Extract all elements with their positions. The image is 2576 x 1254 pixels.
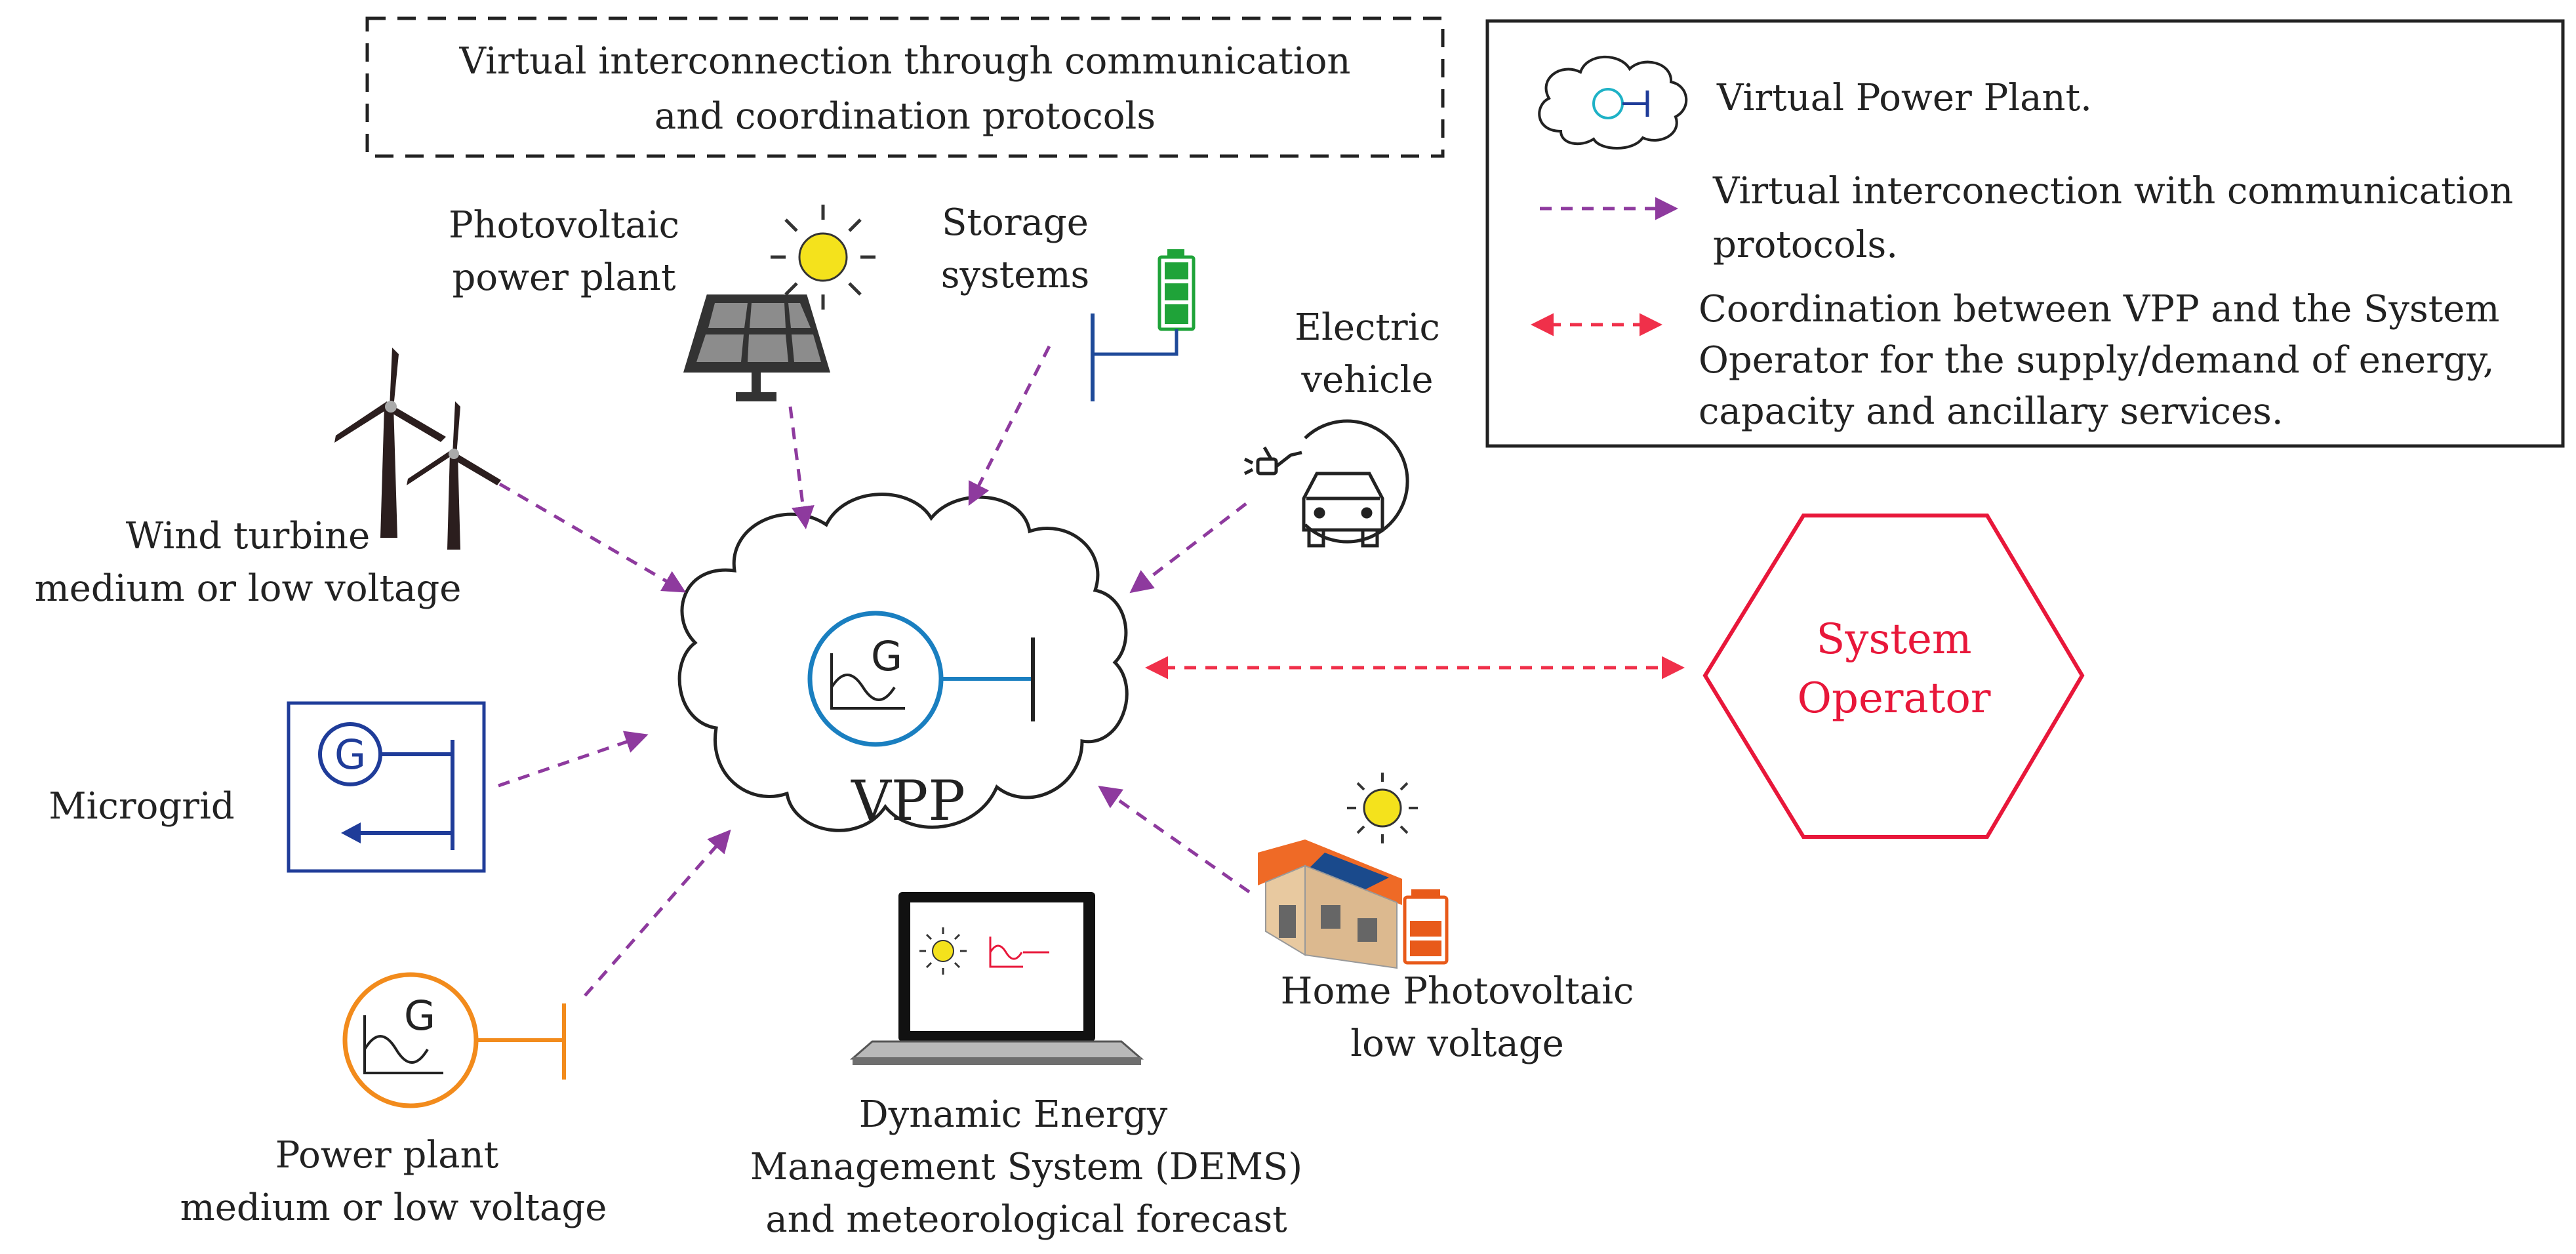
virtual-arrows	[498, 345, 1251, 997]
pv-plant-label-2: power plant	[453, 256, 676, 299]
microgrid-generator-letter: G	[334, 731, 366, 779]
pv-plant-label-1: Photovoltaic	[449, 204, 679, 247]
arrow-pv-to-vpp	[788, 406, 815, 529]
solar-panel-icon	[683, 294, 831, 401]
battery-icon	[1091, 249, 1196, 401]
microgrid-generator-icon: G	[318, 722, 454, 850]
ev-label-2: vehicle	[1300, 359, 1433, 401]
system-operator-label-1: System	[1816, 615, 1971, 664]
arrow-microgrid-to-vpp	[498, 731, 649, 788]
vpp-generator-letter: G	[871, 632, 902, 680]
home-pv-label-1: Home Photovoltaic	[1281, 970, 1634, 1013]
dems-label-2: Management System (DEMS)	[750, 1146, 1302, 1188]
house-icon	[1258, 773, 1449, 969]
legend-virtual-line2: protocols.	[1713, 224, 1898, 266]
power-plant-label-2: medium or low voltage	[180, 1186, 607, 1229]
system-operator-node: System Operator	[1702, 514, 2085, 839]
laptop-icon	[849, 892, 1144, 1065]
legend: Virtual Power Plant. Virtual interconect…	[1485, 19, 2565, 448]
power-plant-node: G Power plant medium or low voltage	[180, 972, 607, 1229]
header-note-line2: and coordination protocols	[654, 95, 1156, 138]
wind-turbine-icon	[334, 348, 501, 550]
microgrid-node: Microgrid G	[49, 701, 486, 873]
ev-label-1: Electric	[1295, 306, 1440, 349]
arrow-home-pv-to-vpp	[1098, 785, 1251, 894]
legend-coord-line2: Operator for the supply/demand of energy…	[1699, 339, 2495, 382]
microgrid-label: Microgrid	[49, 785, 234, 828]
power-plant-generator-icon: G	[342, 972, 566, 1108]
arrow-ev-to-vpp	[1129, 502, 1247, 594]
cloud-icon	[677, 493, 1129, 832]
home-pv-label-2: low voltage	[1350, 1022, 1564, 1065]
power-plant-label-1: Power plant	[275, 1134, 499, 1177]
wind-label-1: Wind turbine	[126, 515, 371, 557]
legend-coord-line1: Coordination between VPP and the System	[1699, 288, 2500, 331]
arrow-power-plant-to-vpp	[584, 829, 731, 997]
vpp-label: VPP	[851, 769, 965, 833]
storage-label-2: systems	[941, 254, 1090, 296]
legend-virtual-line1: Virtual interconection with communicatio…	[1712, 170, 2513, 212]
legend-coord-line3: capacity and ancillary services.	[1699, 390, 2284, 433]
ev-node: Electric vehicle	[1243, 306, 1440, 548]
system-operator-label-2: Operator	[1798, 674, 1991, 723]
storage-node: Storage systems	[941, 201, 1196, 401]
sun-icon	[771, 205, 875, 310]
wind-node: Wind turbine medium or low voltage	[35, 348, 501, 610]
microgrid-box	[287, 701, 486, 873]
header-note: Virtual interconnection through communic…	[365, 16, 1445, 158]
storage-label-1: Storage	[942, 201, 1089, 244]
header-note-line1: Virtual interconnection through communic…	[458, 40, 1350, 83]
legend-vpp-label: Virtual Power Plant.	[1716, 77, 2092, 119]
legend-cloud-icon	[1538, 55, 1688, 150]
hexagon-icon	[1702, 514, 2085, 839]
dems-label-1: Dynamic Energy	[859, 1093, 1168, 1136]
arrow-storage-to-vpp	[968, 345, 1051, 506]
dems-node: Dynamic Energy Management System (DEMS) …	[750, 892, 1302, 1241]
dems-label-3: and meteorological forecast	[765, 1198, 1287, 1241]
vpp-node: G VPP	[677, 493, 1129, 833]
vpp-generator-icon: G	[807, 611, 1035, 747]
arrow-wind-to-vpp	[498, 482, 687, 593]
power-plant-generator-letter: G	[404, 992, 435, 1040]
ev-charger-icon	[1243, 419, 1409, 548]
wind-label-2: medium or low voltage	[35, 567, 462, 610]
home-pv-node: Home Photovoltaic low voltage	[1258, 773, 1634, 1065]
pv-plant-node: Photovoltaic power plant	[449, 204, 875, 401]
